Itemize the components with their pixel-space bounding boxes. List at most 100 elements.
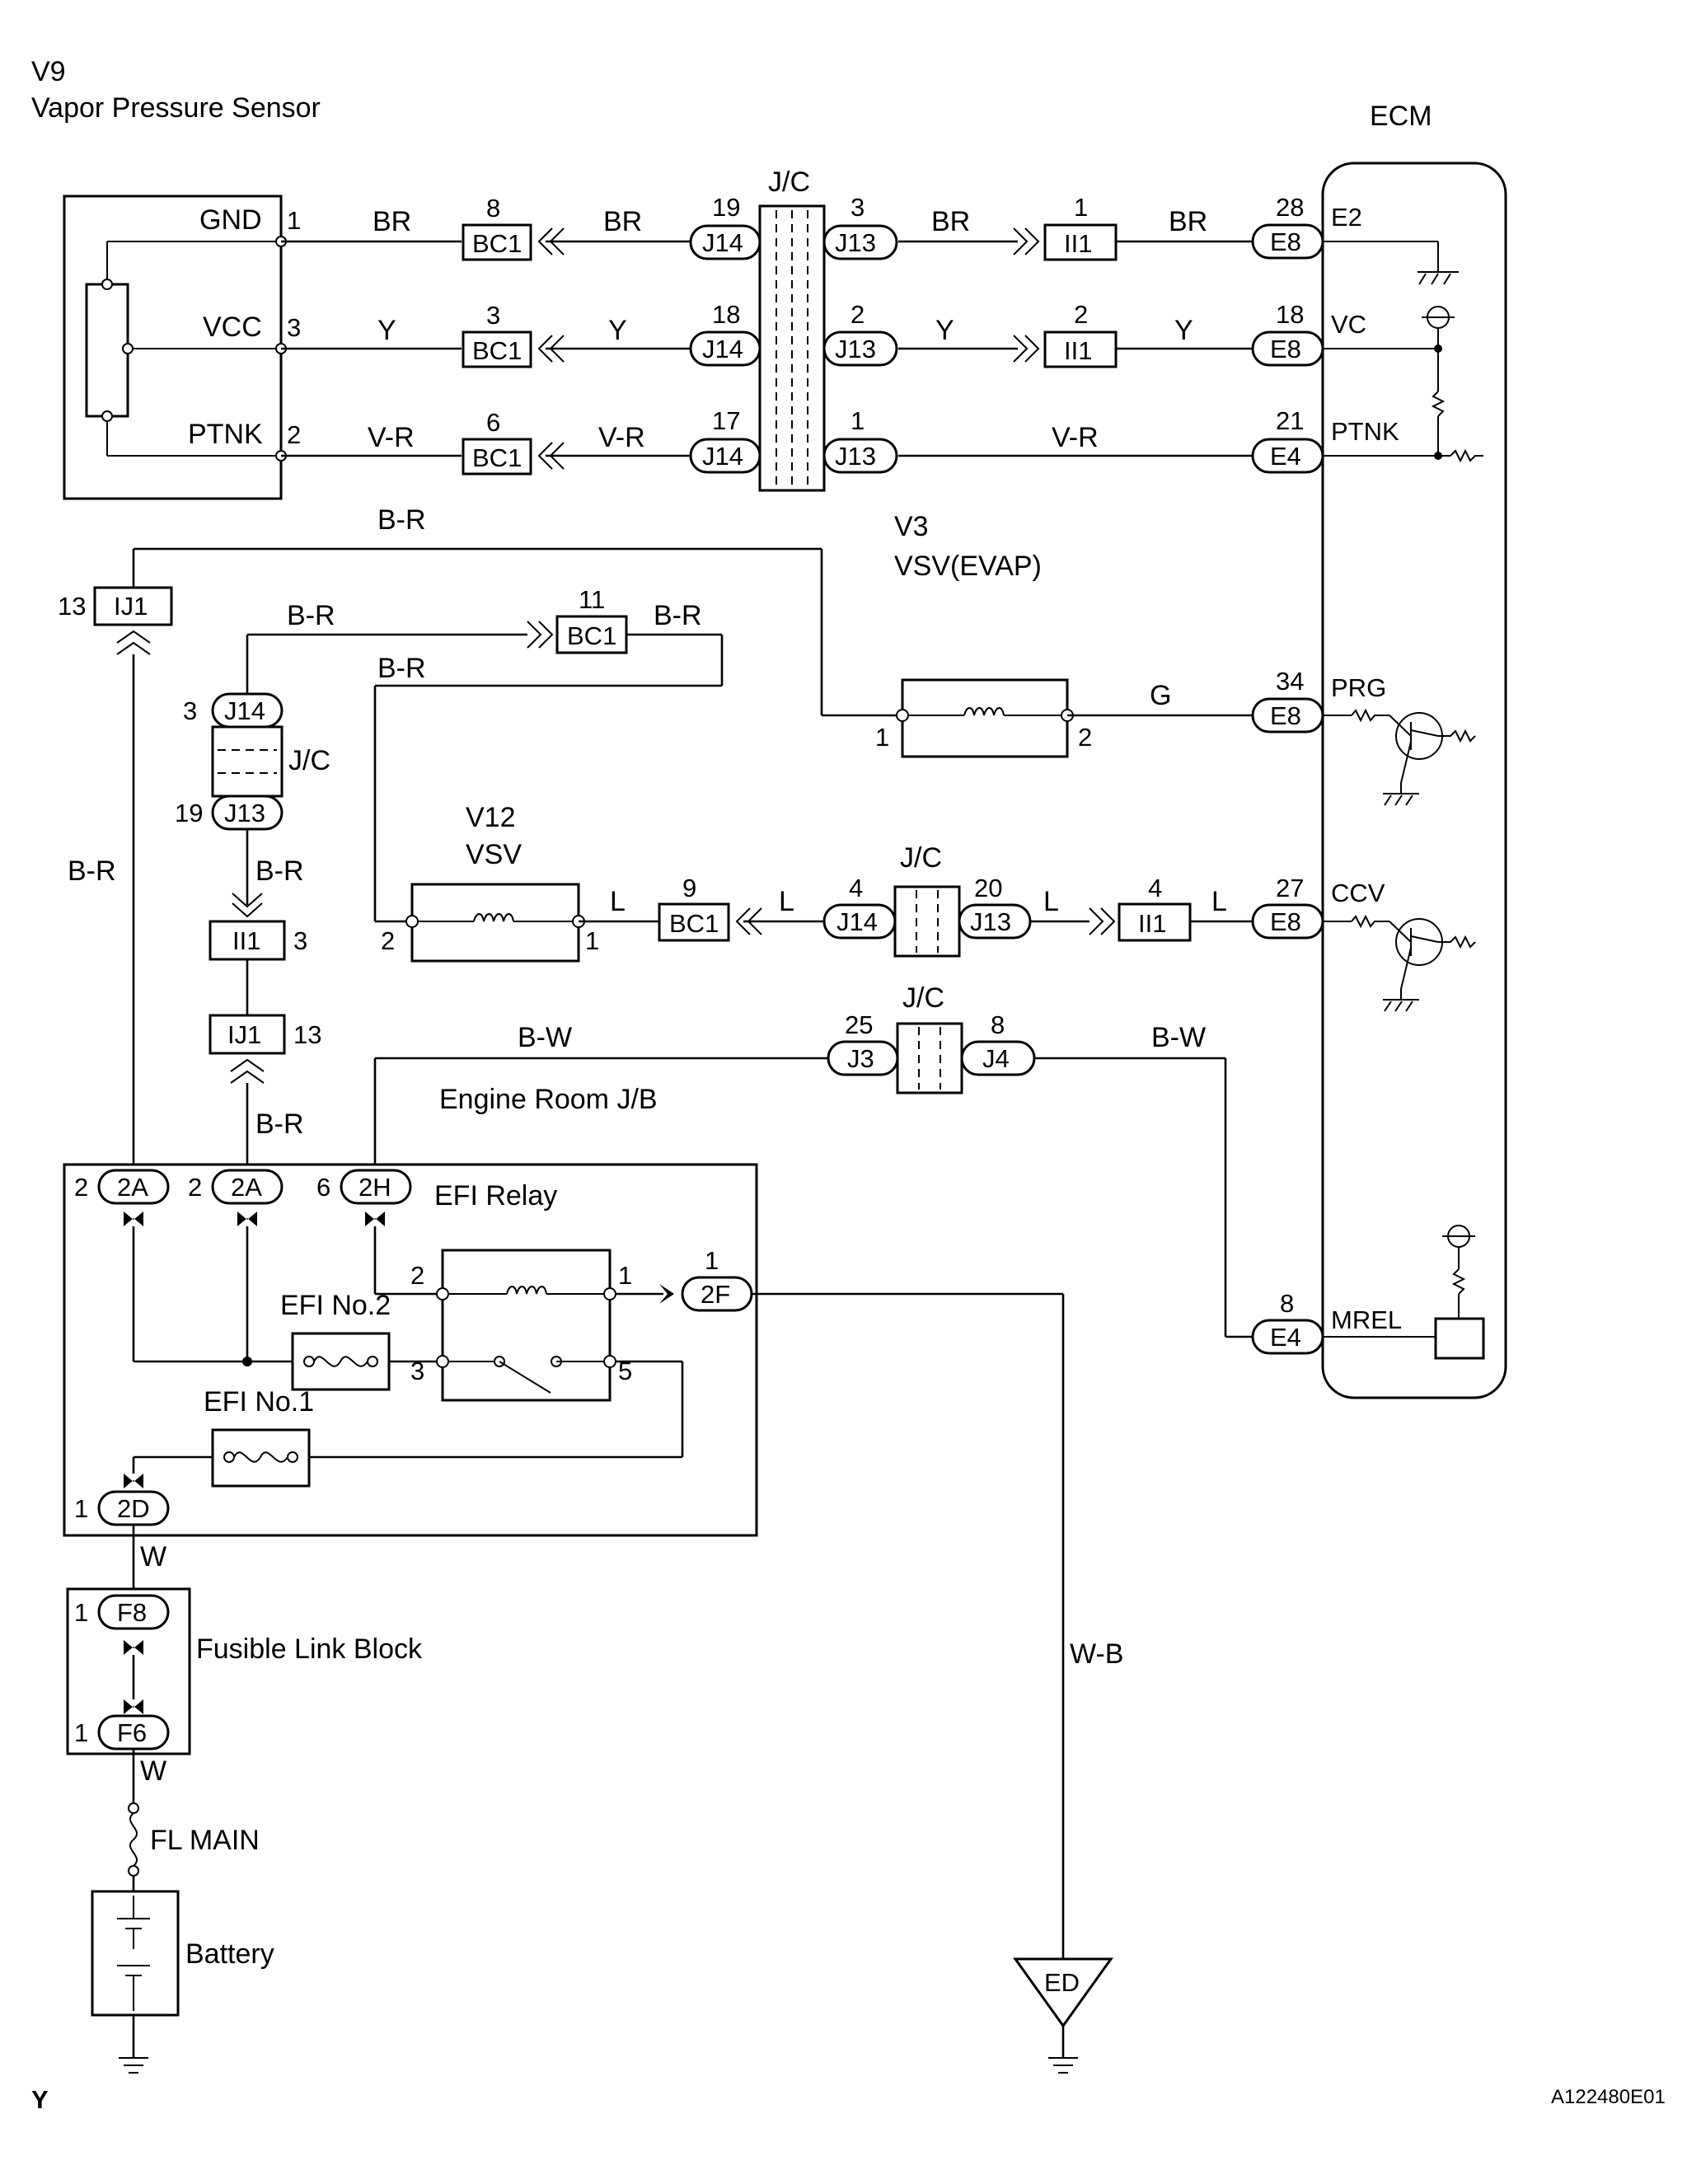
vsv-evap-pin-2: 2: [1078, 723, 1092, 752]
connector-bc1-label: BC1: [669, 909, 719, 938]
corner-mark: Y: [31, 2085, 49, 2114]
junction-connector-bw: [896, 1022, 963, 1094]
pin-bc1-9: 9: [682, 874, 696, 902]
sensor-pin-name-ptnk: PTNK: [188, 419, 263, 450]
wire-label-b-r: B-R: [377, 653, 426, 684]
vsv-evap-component: [896, 678, 1074, 758]
ecm-box: [1321, 162, 1507, 1399]
pin-j4-8: 8: [991, 1010, 1005, 1039]
vapor-pressure-sensor: [63, 194, 287, 500]
jc-label-top: J/C: [768, 166, 810, 198]
connector-ii1: [1013, 330, 1118, 368]
sensor-pin-vcc: 3: [287, 313, 301, 342]
connector-j13-label: J13: [970, 907, 1011, 936]
connector-2a-label: 2A: [231, 1173, 262, 1202]
connector-ii1-label: II1: [1138, 909, 1166, 938]
wire-label-l: L: [1211, 886, 1227, 917]
ecm-terminal-vc: VC: [1331, 310, 1366, 339]
wire-label-l: L: [610, 886, 626, 917]
connector-f8-label: F8: [117, 1598, 147, 1627]
wire-label-b-r: B-R: [377, 504, 426, 536]
pin-2h-6: 6: [316, 1173, 330, 1202]
connector-j3-label: J3: [847, 1044, 874, 1073]
connector-j13: [958, 903, 1032, 940]
wire-label-v-r: V-R: [368, 422, 415, 453]
fl-main-fusible-link: [128, 1802, 139, 1877]
ecm-mrel-circuit: [1323, 1225, 1485, 1360]
pin-j13-vcc: 2: [851, 300, 865, 329]
vsv-evap-code: V3: [894, 511, 929, 542]
wire-b-w: [373, 1057, 1253, 1338]
ecm-pin-ptnk: 21: [1276, 406, 1304, 435]
ecm-connector-mrel: E4: [1270, 1323, 1301, 1352]
connector-j4-label: J4: [982, 1044, 1010, 1073]
connector-ij1-label: IJ1: [227, 1020, 261, 1049]
connector-bc1-label: BC1: [472, 443, 522, 472]
ecm-pin-vc: 18: [1276, 300, 1304, 329]
wire-label-br: BR: [931, 206, 970, 237]
connector-j13: [822, 224, 898, 260]
wire-b-r-bc1-11: [246, 621, 724, 923]
relay-pin-2: 2: [410, 1261, 424, 1290]
wire-label-w: W: [140, 1541, 166, 1572]
pin-bc1-11: 11: [579, 585, 605, 614]
wire-label-v-r: V-R: [1052, 422, 1099, 453]
efi-relay-component: [436, 1249, 616, 1402]
sensor-pin-gnd: 1: [287, 206, 301, 235]
ecm-title: ECM: [1370, 101, 1432, 132]
connector-2f-label: 2F: [701, 1280, 730, 1309]
pin-ij1-left: 13: [58, 592, 86, 621]
connector-bc1: [658, 902, 762, 942]
pin-j14-ptnk: 17: [712, 406, 740, 435]
ecm-terminal-mrel: MREL: [1331, 1305, 1402, 1334]
connector-bc1: [462, 223, 565, 261]
pin-2f-1: 1: [705, 1246, 719, 1275]
connector-j14: [689, 224, 761, 260]
ecm-terminal-prg: PRG: [1331, 673, 1386, 702]
wire-b-r-upper: [132, 547, 902, 717]
connector-j13: [822, 330, 898, 367]
connector-j14-label: J14: [702, 228, 743, 257]
jc-label-mid: J/C: [900, 842, 942, 874]
wire-label-br: BR: [373, 206, 411, 237]
ecm-pin-e2: 28: [1276, 193, 1304, 222]
jc-label-bw: J/C: [902, 982, 944, 1014]
connector-2h-label: 2H: [358, 1173, 391, 1202]
connector-2a: [97, 1169, 170, 1205]
ecm-connector-ptnk: E4: [1270, 442, 1301, 471]
jb-internal-wiring: [124, 1212, 684, 1488]
wire-label-y: Y: [935, 315, 954, 346]
connector-j13: [822, 438, 898, 474]
connector-ii1-label: II1: [1064, 229, 1092, 258]
connector-j4: [960, 1040, 1036, 1076]
pin-j13-19: 19: [175, 799, 203, 827]
pin-ii1-vcc: 2: [1074, 300, 1088, 329]
connector-ij1-label: IJ1: [114, 592, 148, 621]
pin-2a-a: 2: [74, 1173, 88, 1202]
connector-j13-label: J13: [835, 228, 876, 257]
wire-label-b-r: B-R: [287, 600, 335, 631]
wire-label-g: G: [1150, 680, 1171, 711]
connector-ij1: [209, 1014, 286, 1084]
wire-label-w-b: W-B: [1070, 1638, 1123, 1670]
wire-w-b: [752, 1292, 1065, 1959]
vsv-evap-pin-1: 1: [875, 723, 889, 752]
junction-connector-small: [211, 725, 284, 798]
ecm-terminal-e2: E2: [1331, 203, 1362, 232]
connector-f8: [97, 1594, 170, 1630]
connector-bc1: [462, 330, 565, 368]
pin-2d-1: 1: [74, 1494, 88, 1523]
wire-label-y: Y: [1174, 315, 1193, 346]
pin-j13-ptnk: 1: [851, 406, 865, 435]
pin-j14-gnd: 19: [712, 193, 740, 222]
engine-room-jb-label: Engine Room J/B: [439, 1084, 658, 1115]
ecm-connector-e2: E8: [1270, 227, 1301, 256]
pin-bc1-ptnk: 6: [486, 408, 500, 437]
connector-bc1: [462, 438, 565, 476]
engine-room-jb-box: [63, 1163, 758, 1537]
efi-no1-fuse: [211, 1428, 311, 1488]
pin-j13-gnd: 3: [851, 193, 865, 222]
connector-j13-label: J13: [835, 335, 876, 363]
connector-j13-label: J13: [835, 442, 876, 471]
